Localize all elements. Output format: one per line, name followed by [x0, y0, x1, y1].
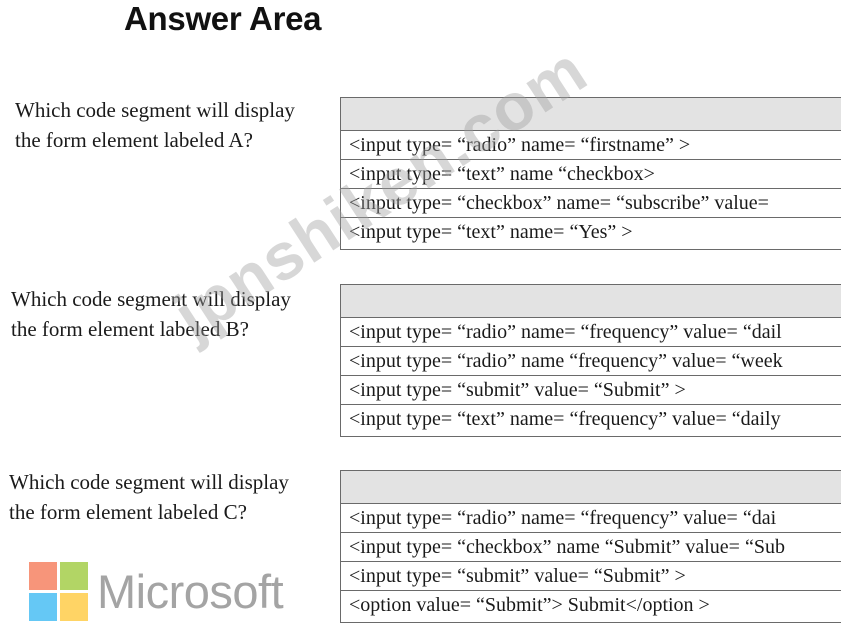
question-b-line2: the form element labeled B?	[11, 317, 249, 341]
dropdown-c-option-4[interactable]: <option value= “Submit”> Submit</option …	[349, 594, 710, 616]
question-b-text: Which code segment will display the form…	[11, 284, 291, 344]
dropdown-a-option-4[interactable]: <input type= “text” name= “Yes” >	[349, 221, 633, 243]
dropdown-a-option-3[interactable]: <input type= “checkbox” name= “subscribe…	[341, 189, 841, 218]
dropdown-b-option-1[interactable]: <input type= “radio” name= “frequency” v…	[341, 318, 841, 347]
dropdown-b-selected-slot[interactable]	[341, 285, 841, 318]
dropdown-a-selected-slot[interactable]	[341, 98, 841, 131]
logo-square-yellow	[60, 593, 88, 621]
answer-dropdown-c[interactable]: <input type= “radio” name= “frequency” v…	[340, 470, 841, 623]
question-b-line1: Which code segment will display	[11, 287, 291, 311]
question-a-line1: Which code segment will display	[15, 98, 295, 122]
dropdown-a-option-2[interactable]: <input type= “text” name “checkbox>	[341, 160, 841, 189]
dropdown-c-option-3[interactable]: <input type= “submit” value= “Submit” >	[341, 562, 841, 591]
dropdown-c-selected-slot[interactable]	[341, 471, 841, 504]
dropdown-c-option-2[interactable]: <input type= “checkbox” name “Submit” va…	[341, 533, 841, 562]
logo-square-red	[29, 562, 57, 590]
microsoft-logo-text: Microsoft	[97, 564, 284, 618]
page-title: Answer Area	[124, 0, 322, 37]
logo-square-green	[60, 562, 88, 590]
dropdown-b-option-4[interactable]: <input type= “text” name= “frequency” va…	[349, 408, 781, 430]
dropdown-a-option-1[interactable]: <input type= “radio” name= “firstname” >	[341, 131, 841, 160]
logo-square-blue	[29, 593, 57, 621]
answer-dropdown-b[interactable]: <input type= “radio” name= “frequency” v…	[340, 284, 841, 437]
dropdown-c-option-1[interactable]: <input type= “radio” name= “frequency” v…	[341, 504, 841, 533]
question-c-line1: Which code segment will display	[9, 470, 289, 494]
dropdown-b-option-3[interactable]: <input type= “submit” value= “Submit” >	[341, 376, 841, 405]
question-c-line2: the form element labeled C?	[9, 500, 247, 524]
microsoft-logo: Microsoft	[29, 562, 284, 621]
answer-dropdown-a[interactable]: <input type= “radio” name= “firstname” >…	[340, 97, 841, 250]
microsoft-logo-icon	[29, 562, 88, 621]
dropdown-b-option-2[interactable]: <input type= “radio” name “frequency” va…	[341, 347, 841, 376]
question-a-text: Which code segment will display the form…	[15, 95, 295, 155]
question-a-line2: the form element labeled A?	[15, 128, 253, 152]
question-c-text: Which code segment will display the form…	[9, 467, 289, 527]
